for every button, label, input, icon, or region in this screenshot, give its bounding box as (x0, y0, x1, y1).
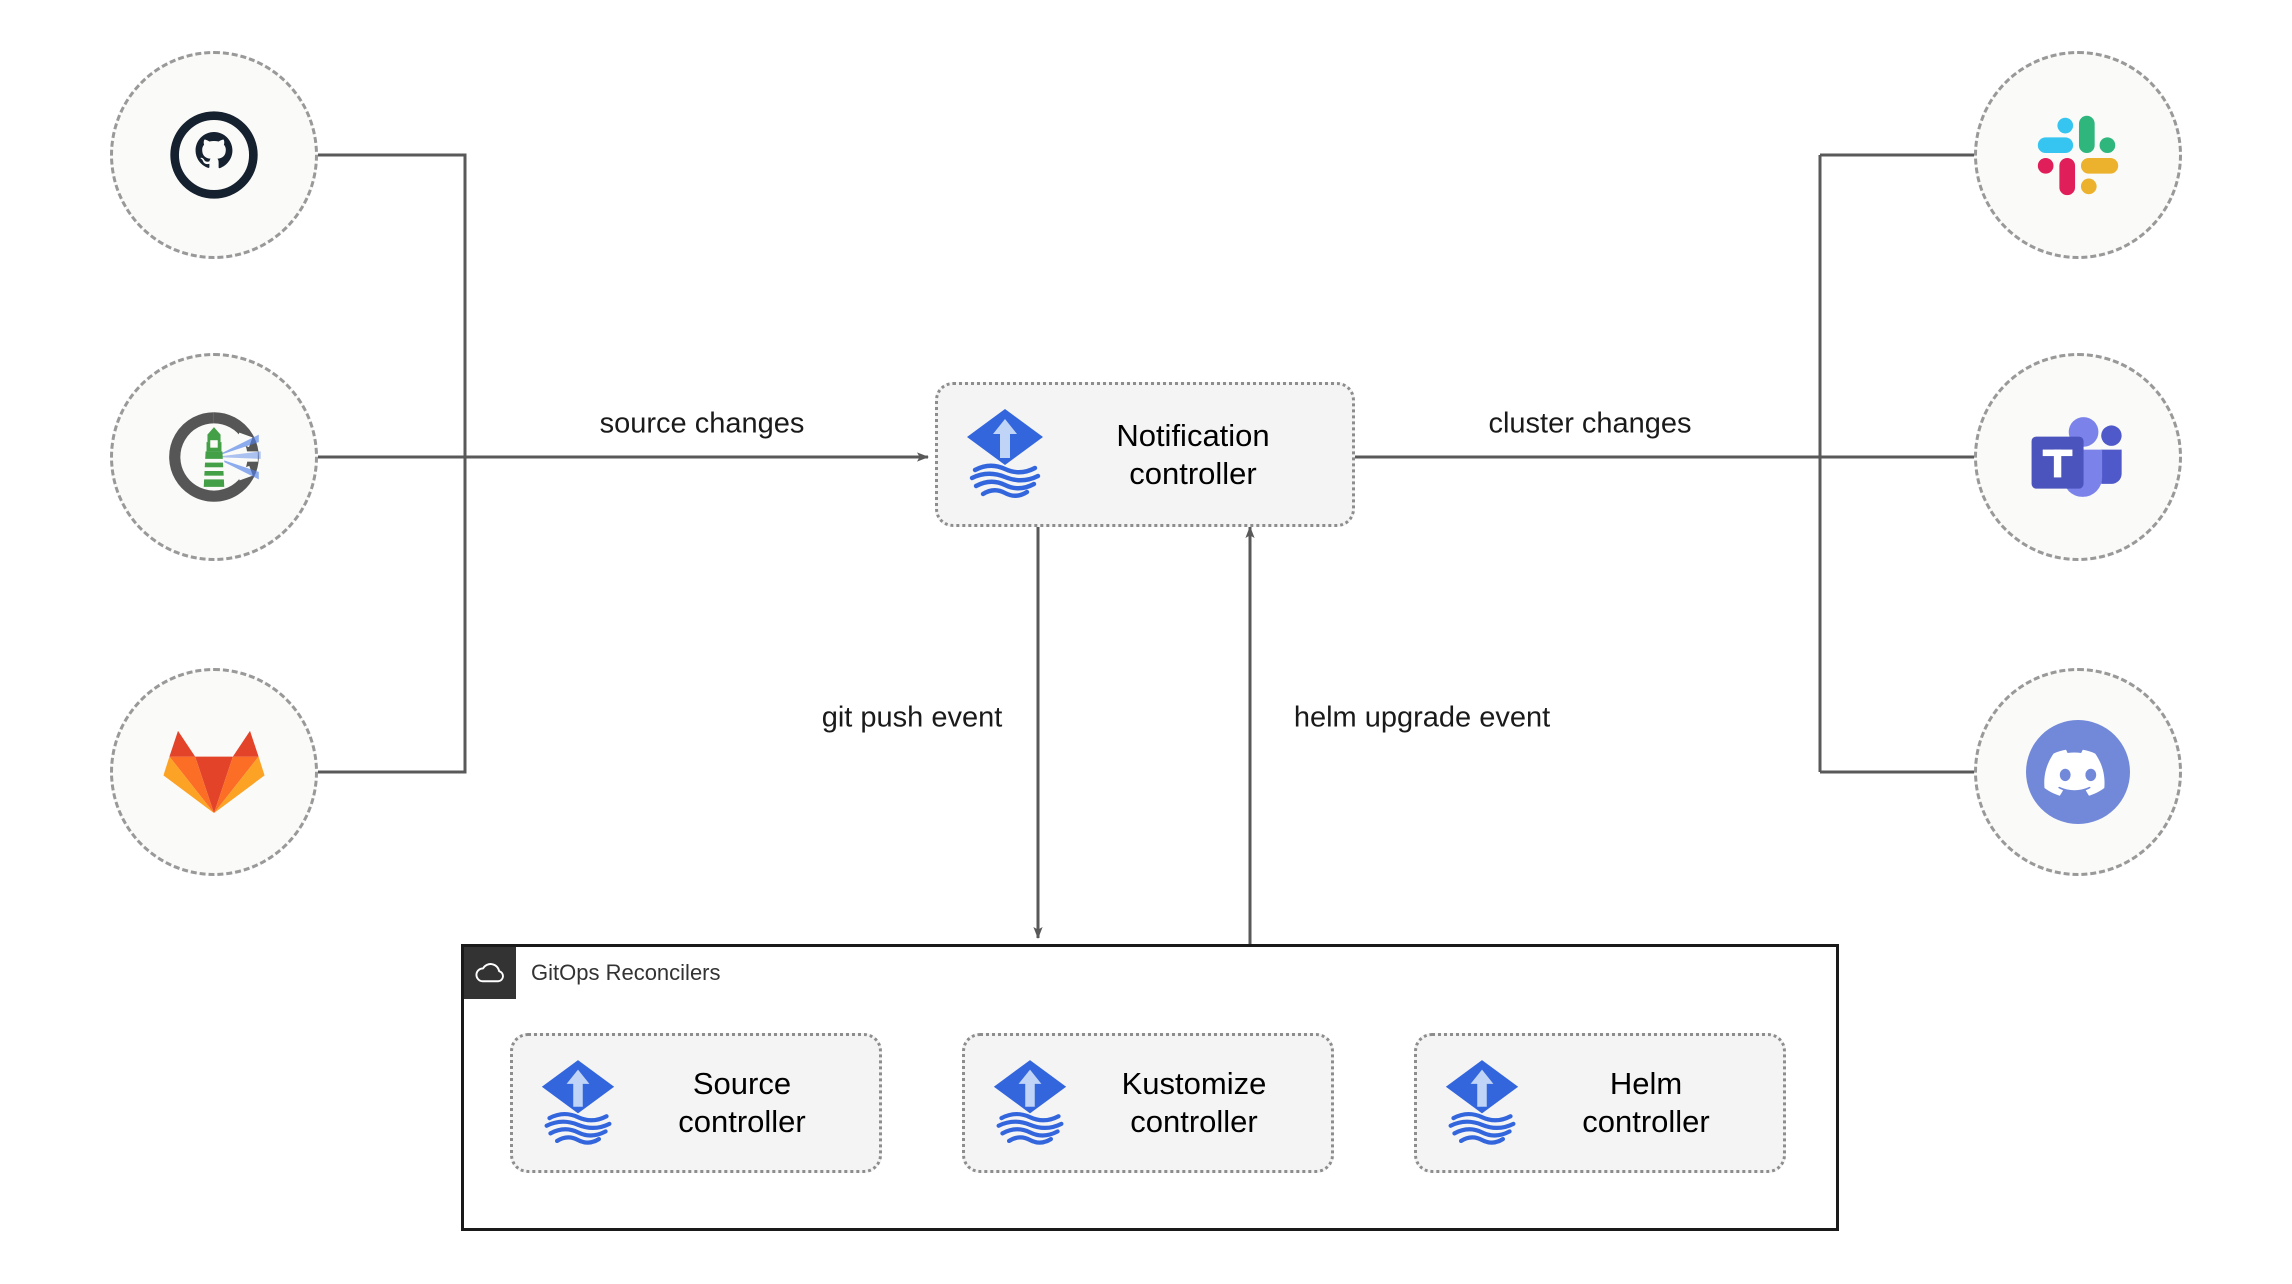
node-label: Notification controller (1116, 417, 1270, 491)
flux-icon (964, 406, 1046, 503)
node-label: Helm controller (1582, 1066, 1710, 1139)
node-kustomize-controller[interactable]: Kustomize controller (962, 1033, 1334, 1173)
flux-icon (539, 1057, 617, 1150)
group-header: GitOps Reconcilers (464, 947, 721, 999)
provider-endpoint-slack[interactable] (1974, 51, 2182, 259)
slack-icon (2037, 115, 2119, 196)
edge-label-git-push-event: git push event (821, 701, 1003, 734)
source-endpoint-gitlab[interactable] (110, 668, 318, 876)
edge-label-source-changes: source changes (599, 407, 805, 440)
node-notification-controller[interactable]: Notification controller (935, 382, 1355, 527)
edge-label-cluster-changes: cluster changes (1488, 407, 1692, 440)
group-title: GitOps Reconcilers (531, 960, 721, 985)
flux-icon (1443, 1057, 1521, 1150)
github-icon (170, 111, 258, 199)
node-label: Source controller (678, 1066, 806, 1139)
edge-label-helm-upgrade-event: helm upgrade event (1293, 701, 1551, 734)
discord-icon (2026, 720, 2130, 824)
cloud-icon (464, 947, 516, 999)
gitlab-icon (163, 730, 265, 814)
source-endpoint-github[interactable] (110, 51, 318, 259)
flux-icon (991, 1057, 1069, 1150)
microsoft-teams-icon (2031, 417, 2122, 497)
node-source-controller[interactable]: Source controller (510, 1033, 882, 1173)
flux-lighthouse-icon (169, 412, 261, 502)
node-label: Kustomize controller (1121, 1066, 1267, 1139)
provider-endpoint-teams[interactable] (1974, 353, 2182, 561)
source-endpoint-flux[interactable] (110, 353, 318, 561)
node-helm-controller[interactable]: Helm controller (1414, 1033, 1786, 1173)
provider-endpoint-discord[interactable] (1974, 668, 2182, 876)
